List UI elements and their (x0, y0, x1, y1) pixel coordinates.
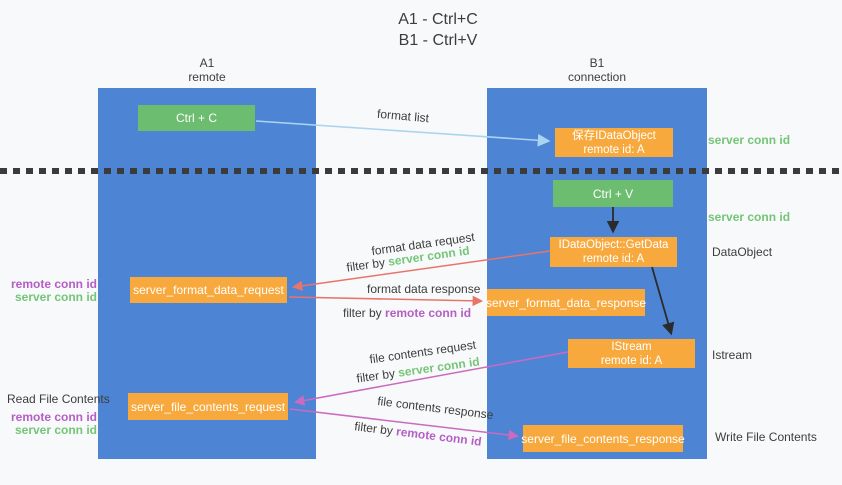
lane-a1-name: A1 (199, 56, 215, 70)
annotation-server-conn-id-mid: server conn id (708, 210, 791, 224)
server-conn-id-text: server conn id (14, 290, 97, 304)
node-ctrl-c-label: Ctrl + C (175, 111, 217, 125)
annotation-write-file-contents: Write File Contents (715, 430, 817, 444)
remote-conn-id-text: remote conn id (10, 410, 97, 424)
node-server-format-data-response: server_format_data_response (485, 289, 647, 316)
title-line-a1: A1 - Ctrl+C (398, 11, 478, 28)
node-getdata-line1: IDataObject::GetData (558, 239, 669, 251)
node-file-response-label: server_file_contents_response (521, 431, 685, 446)
node-ctrl-v: Ctrl + V (553, 180, 673, 207)
lane-a1-subtitle: remote (188, 70, 226, 84)
node-format-response-label: server_format_data_response (485, 295, 647, 310)
node-server-file-contents-response: server_file_contents_response (521, 425, 685, 452)
node-save-idataobject: 保存IDataObject remote id: A (555, 128, 673, 157)
node-istream-line2: remote id: A (600, 354, 663, 367)
server-conn-id-text: server conn id (14, 423, 97, 437)
arrow-format-list (255, 120, 551, 147)
node-idataobject-getdata: IDataObject::GetData remote id: A (550, 237, 677, 267)
lane-b1-name: B1 (589, 56, 605, 70)
filter-by-text: filter by (343, 306, 382, 320)
lane-header-b1: B1 connection (487, 56, 707, 84)
lane-b1-subtitle: connection (567, 70, 627, 84)
session-divider (0, 168, 842, 174)
node-format-request-label: server_format_data_request (133, 283, 284, 297)
node-server-format-data-request: server_format_data_request (130, 277, 287, 303)
arrow-file-contents-request (293, 351, 569, 406)
annotation-dataobject: DataObject (712, 245, 773, 259)
node-getdata-line2: remote id: A (582, 253, 645, 265)
node-istream-line1: IStream (611, 340, 652, 353)
node-ctrl-v-label: Ctrl + V (592, 186, 634, 201)
arrow-format-data-response (288, 295, 484, 307)
arrow-format-data-request (291, 250, 551, 292)
node-ctrl-c: Ctrl + C (138, 105, 255, 131)
remote-conn-id-text: remote conn id (10, 277, 97, 291)
annotation-conn-ids-format: remote conn id server conn id (0, 278, 97, 304)
arrow-file-contents-response (289, 408, 520, 441)
node-server-file-contents-request: server_file_contents_request (128, 393, 288, 420)
node-file-request-label: server_file_contents_request (130, 399, 286, 414)
label-filter-by-remote-conn-id-1: filter by remote conn id (343, 306, 471, 320)
lane-header-a1: A1 remote (98, 56, 316, 84)
diagram-title: A1 - Ctrl+C B1 - Ctrl+V (398, 9, 478, 51)
node-save-idataobject-line2: remote id: A (583, 143, 645, 156)
label-format-data-response: format data response (367, 282, 481, 296)
title-line-b1: B1 - Ctrl+V (398, 32, 478, 49)
node-istream: IStream remote id: A (568, 339, 695, 368)
annotation-conn-ids-file: remote conn id server conn id (0, 411, 97, 437)
node-save-idataobject-line1: 保存IDataObject (572, 129, 656, 142)
remote-conn-id-text: remote conn id (385, 306, 472, 320)
annotation-istream: Istream (712, 348, 753, 362)
annotation-read-file-contents: Read File Contents (7, 392, 110, 406)
annotation-server-conn-id-top: server conn id (708, 133, 791, 147)
arrow-getdata-to-istream (651, 266, 675, 336)
